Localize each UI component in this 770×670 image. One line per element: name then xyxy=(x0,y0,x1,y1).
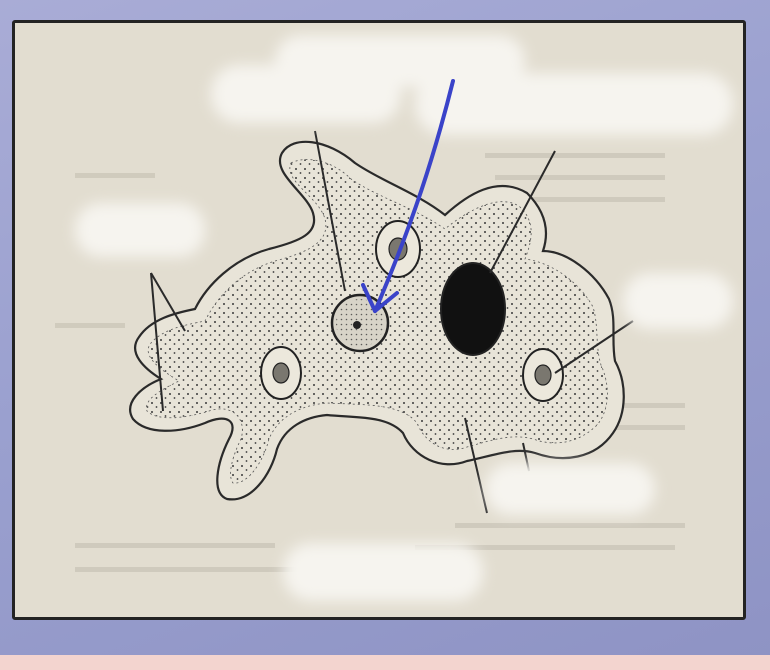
nucleolus xyxy=(353,321,361,329)
food-vacuole-right xyxy=(523,349,563,401)
contractile-vacuole xyxy=(441,263,505,355)
blank-label-bottom-right xyxy=(485,463,655,515)
blank-label-top-right xyxy=(415,73,733,135)
blank-label-bottom xyxy=(283,543,483,601)
food-vacuole-left xyxy=(261,347,301,399)
food-vacuole-top xyxy=(376,221,420,277)
worksheet-figure xyxy=(12,20,746,620)
bottom-strip xyxy=(0,655,770,670)
amoeba-cell xyxy=(130,142,624,500)
amoeba-diagram xyxy=(15,23,743,617)
blank-label-left xyxy=(75,203,205,257)
blank-label-right xyxy=(623,273,733,329)
